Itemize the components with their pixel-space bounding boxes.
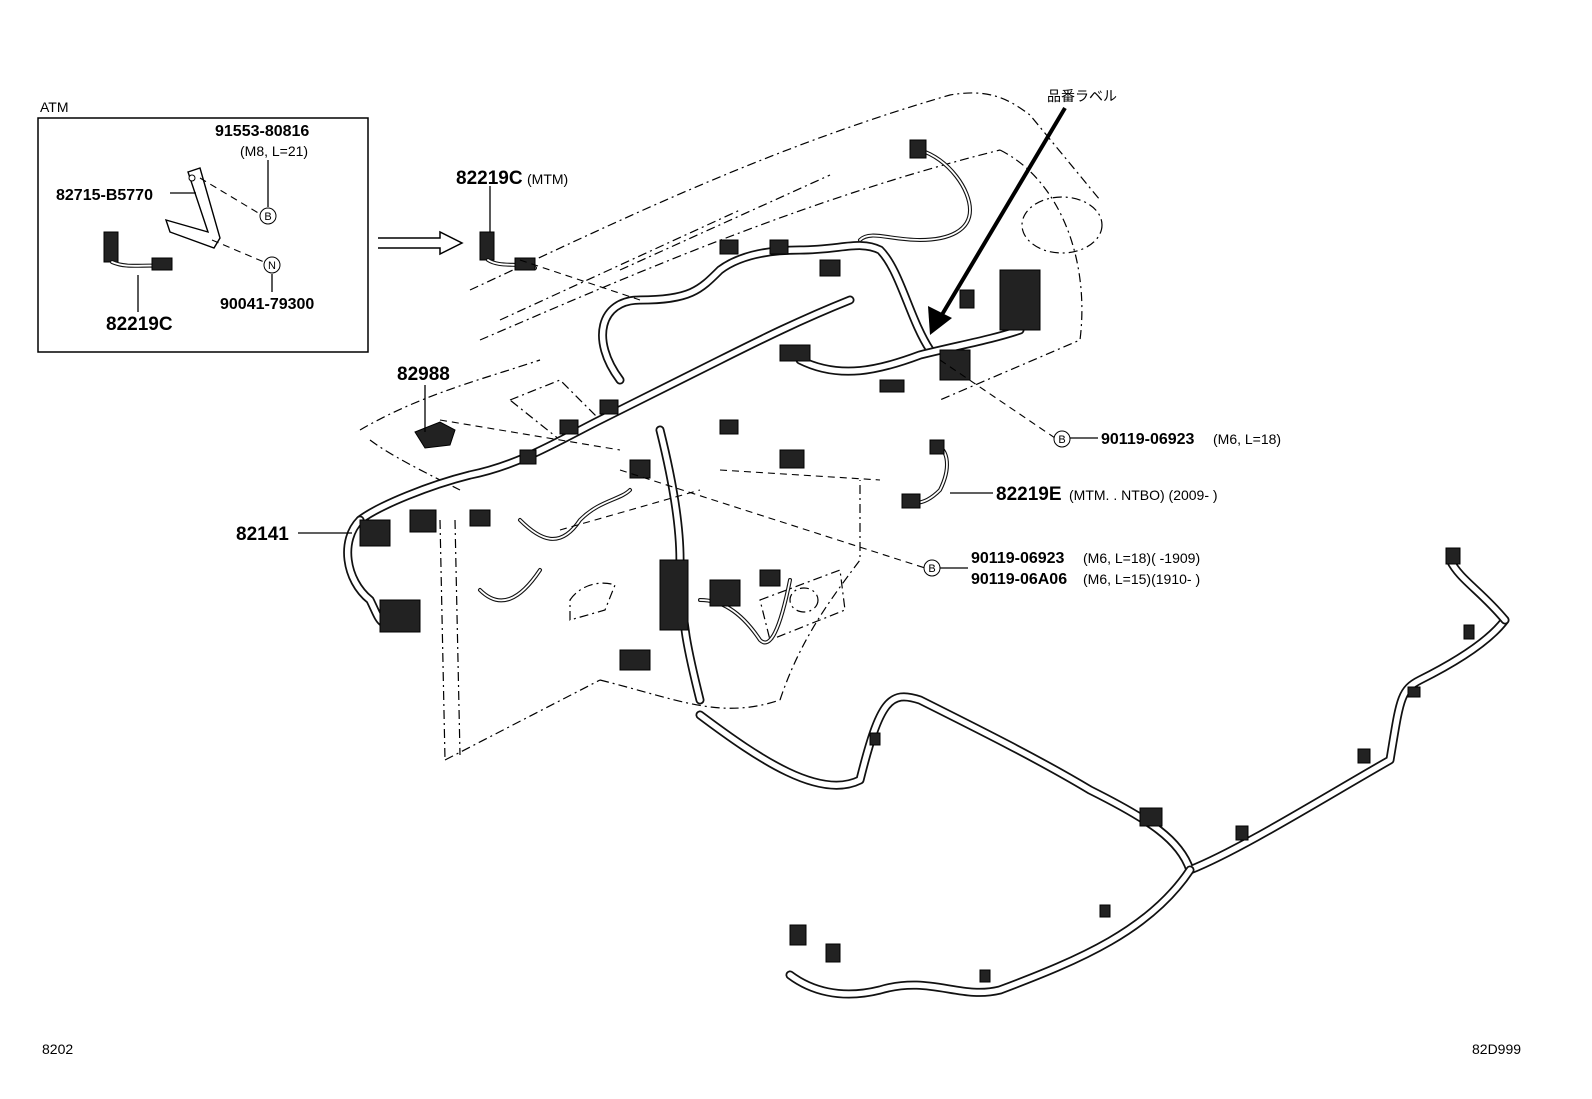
marker-b-inset	[259, 207, 277, 225]
inset-bolt-part: 91553-80816	[215, 123, 309, 140]
callout-82988: 82988	[397, 364, 450, 385]
marker-b-inset-text: B	[264, 211, 271, 223]
callout-bolt-b-spec: (M6, L=15)(1910- )	[1083, 571, 1200, 587]
callout-label-tag: 品番ラベル	[1047, 88, 1117, 104]
callout-bolt-top-spec: (M6, L=18)	[1213, 431, 1281, 447]
inset-bolt-spec: (M8, L=21)	[240, 143, 308, 159]
inset-harness-part: 82219C	[106, 314, 173, 335]
footer-right-code: 82D999	[1472, 1041, 1521, 1057]
main-harness	[343, 139, 1510, 999]
callout-82219c-mtm: 82219C	[456, 168, 523, 189]
dashboard-body-outline	[359, 92, 1103, 761]
atm-inset: ATM 91553-80816 (M8, L=21) 82715-B5770 9…	[37, 99, 369, 353]
callout-82219e: 82219E	[996, 484, 1062, 505]
part-82988	[414, 421, 456, 449]
marker-b-bottom-text: B	[928, 563, 935, 575]
inset-frame	[37, 117, 369, 353]
marker-b-top	[1053, 430, 1071, 448]
inset-bracket-part: 82715-B5770	[56, 187, 153, 204]
inset-harness-shape	[103, 231, 173, 271]
callout-bolt-b: 90119-06A06	[971, 571, 1067, 588]
callout-82141: 82141	[236, 524, 289, 545]
marker-n-inset-text: N	[268, 260, 276, 272]
inset-title: ATM	[40, 99, 69, 115]
marker-b-bottom	[923, 559, 941, 577]
callout-82219e-note: (MTM. . NTBO) (2009- )	[1069, 487, 1218, 503]
marker-b-top-text: B	[1058, 434, 1065, 446]
bracket-shape	[164, 167, 221, 249]
label-tag-arrow-icon	[928, 106, 1067, 335]
marker-n-inset	[263, 256, 281, 274]
callout-82219c-mtm-note: (MTM)	[527, 171, 568, 187]
transfer-arrow-icon	[378, 230, 464, 256]
harness-82219c-mtm	[479, 231, 537, 271]
callout-bolt-a-spec: (M6, L=18)( -1909)	[1083, 550, 1200, 566]
harness-82219e	[901, 439, 949, 509]
footer-left-code: 8202	[42, 1041, 73, 1057]
inset-nut-part: 90041-79300	[220, 296, 314, 313]
callout-bolt-a: 90119-06923	[971, 550, 1065, 567]
callout-bolt-top: 90119-06923	[1101, 431, 1195, 448]
